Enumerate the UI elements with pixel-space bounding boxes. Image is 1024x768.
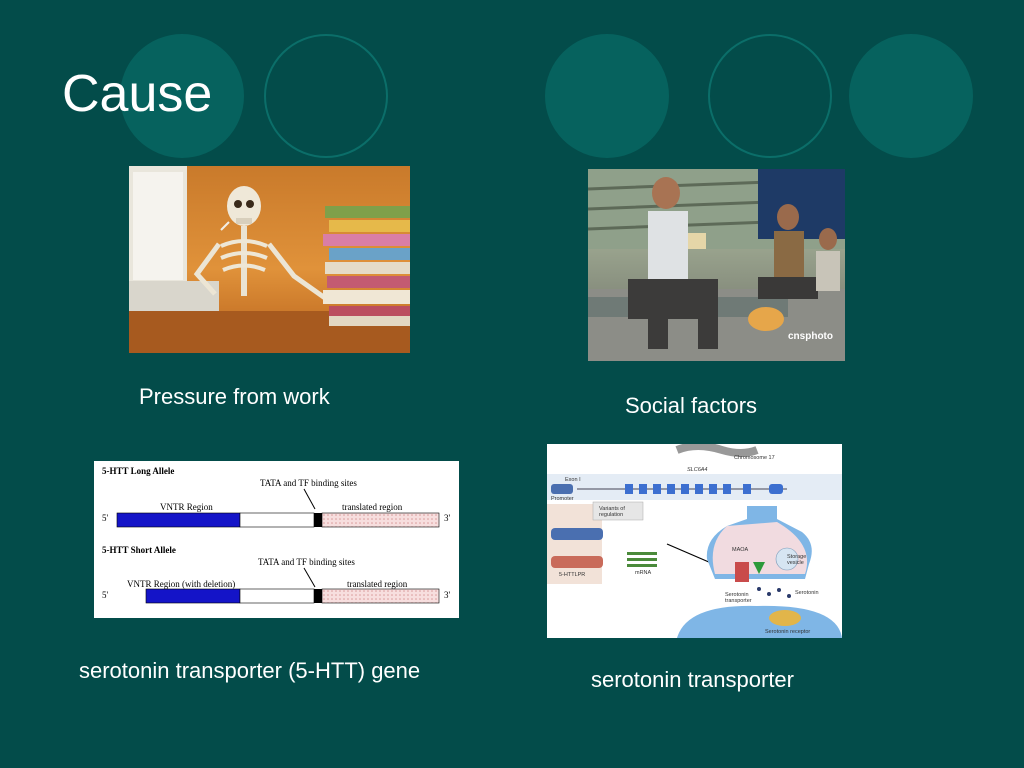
- vntr-label: VNTR Region: [160, 502, 213, 512]
- htt-gene-diagram: 5-HTT Long Allele TATA and TF binding si…: [94, 461, 459, 618]
- short-allele-label: 5-HTT Short Allele: [102, 545, 176, 555]
- social-factors-image: cnsphoto: [588, 169, 845, 361]
- work-pressure-image: [129, 166, 410, 353]
- translated-label-short: translated region: [347, 579, 408, 589]
- decor-circle-4: [708, 34, 832, 158]
- decor-circle-2: [264, 34, 388, 158]
- httlpr-label: 5-HTTLPR: [559, 572, 586, 578]
- exon-label: Exon I: [565, 477, 581, 483]
- serotonin-label: Serotonin: [795, 590, 819, 596]
- promoter-label: Promoter: [551, 496, 574, 502]
- translated-label-long: translated region: [342, 502, 403, 512]
- three-prime-short: 3': [444, 590, 451, 600]
- long-allele-label: 5-HTT Long Allele: [102, 466, 175, 476]
- five-prime-short: 5': [102, 590, 109, 600]
- decor-circle-1: [120, 34, 244, 158]
- decor-circle-3: [545, 34, 669, 158]
- serotonin-transporter-diagram: Chromosome 17 SLC6A4 Exon I Promoter Var…: [547, 444, 842, 638]
- variants-label: Variants of regulation: [599, 506, 625, 518]
- chromosome-label: Chromosome 17: [734, 455, 775, 461]
- transporter-label: Serotonin transporter: [725, 592, 752, 604]
- storage-label: Storage vesicle: [787, 554, 807, 566]
- slide-title: Cause: [62, 65, 213, 123]
- five-prime-long: 5': [102, 513, 109, 523]
- caption-work: Pressure from work: [139, 384, 330, 409]
- vntr-deletion-label: VNTR Region (with deletion): [127, 579, 236, 589]
- three-prime-long: 3': [444, 513, 451, 523]
- caption-social: Social factors: [625, 393, 758, 418]
- mrna-label: mRNA: [635, 570, 652, 576]
- tata-label-long: TATA and TF binding sites: [260, 478, 357, 488]
- receptor-label: Serotonin receptor: [765, 629, 811, 635]
- maoa-label: MAOA: [732, 547, 749, 553]
- caption-gene: serotonin transporter (5-HTT) gene: [79, 658, 421, 683]
- decor-circle-5: [849, 34, 973, 158]
- caption-transporter: serotonin transporter: [591, 667, 794, 692]
- cnsphoto-watermark: cnsphoto: [788, 331, 833, 342]
- gene-label: SLC6A4: [687, 467, 708, 473]
- tata-label-short: TATA and TF binding sites: [258, 557, 355, 567]
